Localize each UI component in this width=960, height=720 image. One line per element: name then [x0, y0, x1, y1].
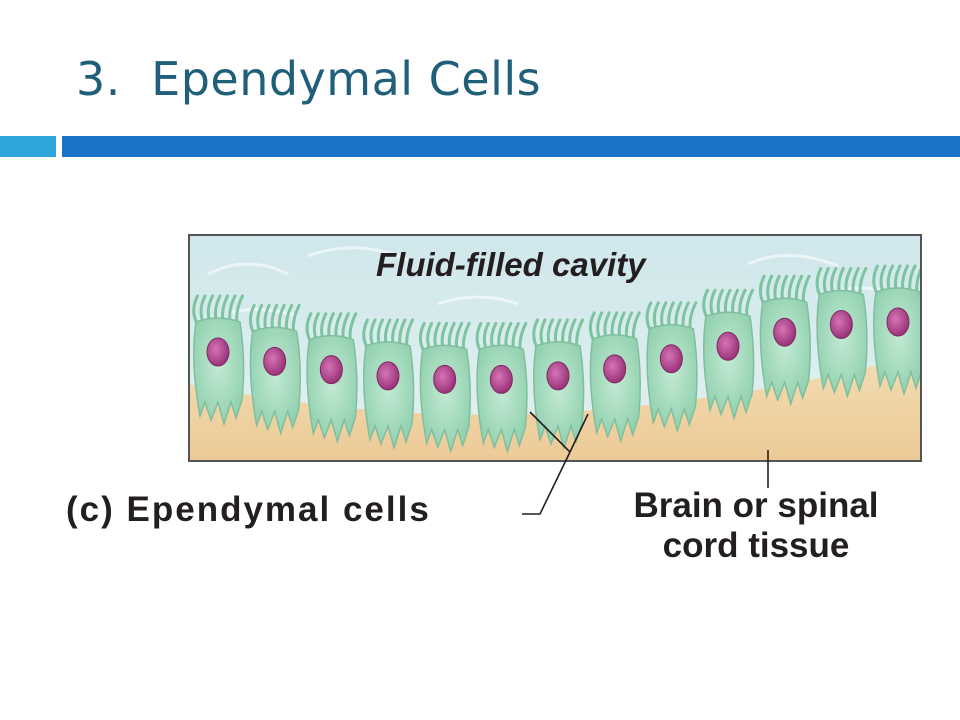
nucleus-icon: [659, 344, 683, 374]
accent-bar-right: [62, 136, 960, 157]
nucleus-icon: [319, 355, 343, 385]
tissue-label-line2: cord tissue: [662, 526, 850, 565]
panel-label: (c) Ependymal cells: [66, 490, 431, 529]
cell-body: [363, 341, 415, 451]
accent-bar-left: [0, 136, 56, 157]
cell-layer: [192, 264, 922, 455]
ependymal-cell-icon: [248, 303, 301, 437]
cell-body: [873, 287, 922, 397]
cell-body: [816, 289, 868, 400]
ependymal-cell-icon: [475, 321, 528, 455]
nucleus-icon: [263, 346, 287, 376]
ependymal-cell-icon: [192, 294, 245, 427]
ependymal-cell-icon: [815, 267, 868, 400]
slide-number: 3.: [76, 52, 121, 106]
nucleus-icon: [489, 364, 513, 394]
ependymal-cell-icon: [645, 301, 698, 434]
nucleus-icon: [376, 361, 400, 391]
slide-title-text: Ependymal Cells: [151, 52, 542, 106]
ependymal-cells-illustration: [188, 234, 922, 462]
cell-body: [249, 326, 301, 437]
nucleus-icon: [829, 310, 853, 339]
cell-body: [646, 324, 698, 434]
cell-body: [703, 311, 755, 421]
cell-body: [419, 344, 471, 454]
tissue-label-line1: Brain or spinal: [633, 486, 879, 525]
cell-body: [306, 334, 358, 445]
ependymal-cell-icon: [305, 312, 358, 445]
nucleus-icon: [603, 354, 627, 384]
ependymal-cell-icon: [362, 318, 415, 451]
tissue-label: Brain or spinal cord tissue: [612, 486, 900, 566]
ependymal-cell-icon: [588, 311, 641, 444]
cell-body: [589, 334, 641, 444]
nucleus-icon: [886, 307, 910, 337]
cavity-label: Fluid-filled cavity: [376, 246, 646, 283]
ependymal-cell-icon: [702, 288, 755, 421]
nucleus-icon: [206, 337, 230, 367]
nucleus-icon: [773, 317, 797, 347]
cell-body: [193, 317, 245, 427]
nucleus-icon: [433, 364, 457, 394]
nucleus-icon: [716, 331, 740, 361]
slide-title: 3. Ependymal Cells: [76, 52, 541, 106]
cell-body: [759, 297, 811, 407]
nucleus-icon: [546, 361, 570, 391]
ependymal-cell-icon: [418, 321, 471, 454]
ependymal-cell-icon: [758, 274, 811, 407]
